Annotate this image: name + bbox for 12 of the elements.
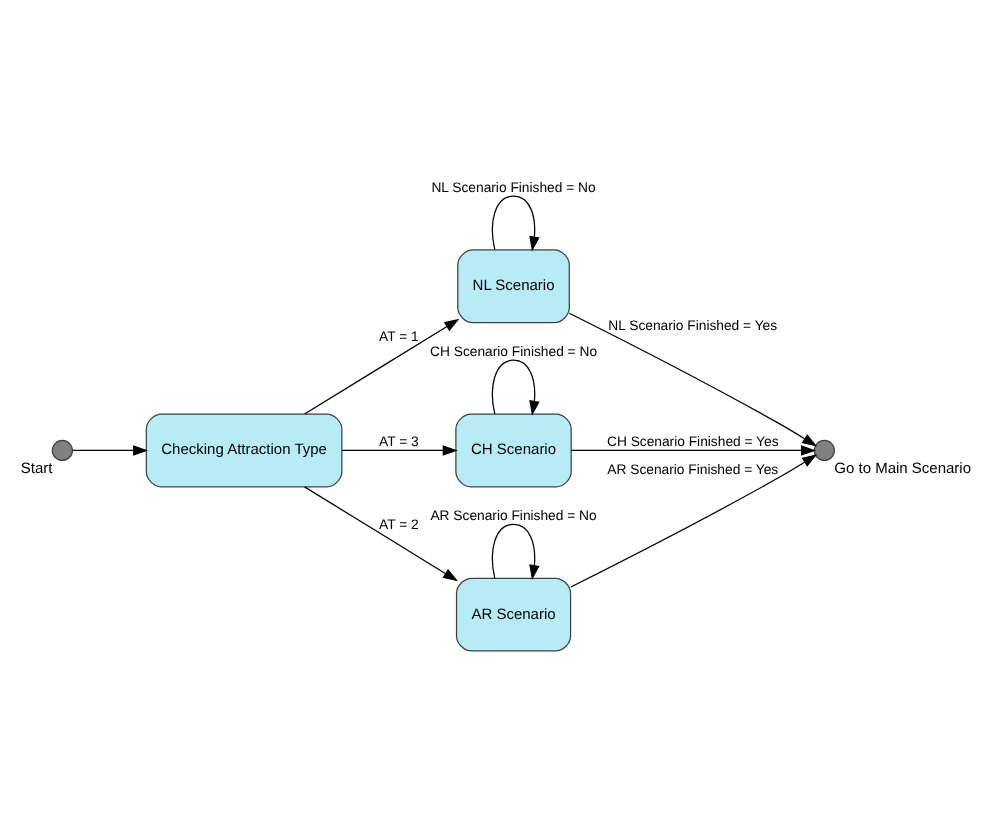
node-circle bbox=[51, 439, 74, 462]
arrow bbox=[341, 445, 458, 456]
arrow bbox=[570, 445, 816, 456]
arrow bbox=[491, 195, 540, 252]
node-circle bbox=[813, 439, 835, 462]
arrow bbox=[72, 445, 149, 456]
arrow bbox=[491, 523, 540, 580]
arrow bbox=[570, 454, 818, 588]
arrow bbox=[568, 312, 818, 447]
arrow bbox=[491, 359, 540, 416]
arrow bbox=[303, 318, 460, 415]
arrow bbox=[303, 486, 459, 582]
